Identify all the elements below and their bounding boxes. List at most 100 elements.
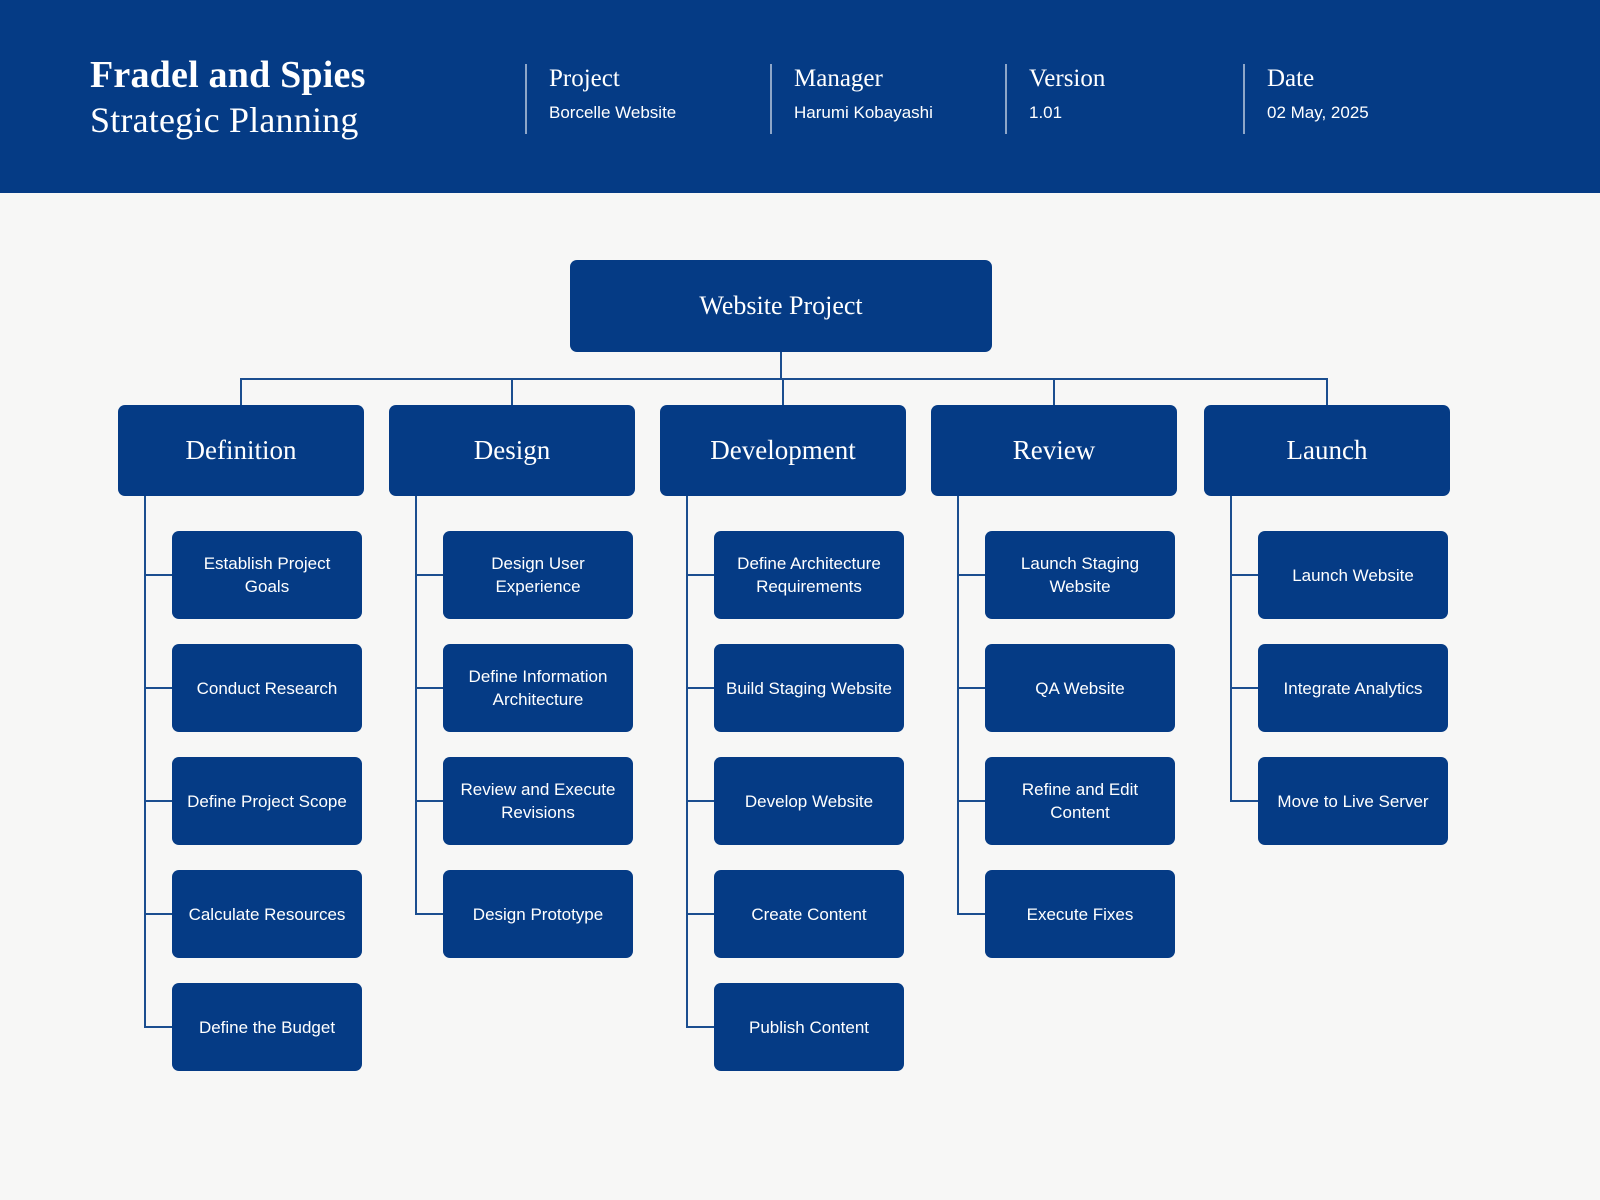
connector-line [1326, 378, 1328, 405]
meta-value-manager: Harumi Kobayashi [794, 103, 933, 122]
brand-line-2: Strategic Planning [90, 100, 359, 140]
node-branch-definition[interactable]: Definition [118, 405, 364, 496]
connector-line [144, 496, 146, 1027]
node-task-label: Launch Staging Website [1020, 554, 1140, 596]
meta-field-project: Project Borcelle Website [525, 64, 676, 134]
node-task[interactable]: QA Website [985, 644, 1175, 732]
connector-line [686, 574, 715, 576]
connector-line [415, 800, 444, 802]
connector-line [144, 687, 173, 689]
connector-line [686, 1026, 715, 1028]
node-task[interactable]: Refine and Edit Content [985, 757, 1175, 845]
node-task[interactable]: Create Content [714, 870, 904, 958]
node-task[interactable]: Calculate Resources [172, 870, 362, 958]
node-root[interactable]: Website Project [570, 260, 992, 352]
node-branch-design[interactable]: Design [389, 405, 635, 496]
node-task[interactable]: Move to Live Server [1258, 757, 1448, 845]
node-task[interactable]: Design Prototype [443, 870, 633, 958]
node-task-label: Define the Budget [198, 1017, 336, 1037]
node-task-label: Define Project Scope [187, 791, 347, 811]
node-task[interactable]: Define Information Architecture [443, 644, 633, 732]
connector-line [415, 687, 444, 689]
brand-title: Fradel and Spies Strategic Planning [90, 52, 510, 142]
connector-line [957, 687, 986, 689]
connector-line [144, 800, 173, 802]
node-task-label: Design Prototype [472, 904, 604, 924]
node-branch-review[interactable]: Review [931, 405, 1177, 496]
connector-line [686, 913, 715, 915]
node-task-label: Move to Live Server [1277, 791, 1429, 811]
node-task[interactable]: Conduct Research [172, 644, 362, 732]
node-task-label: Define Architecture Requirements [737, 554, 881, 596]
connector-line [957, 913, 986, 915]
node-branch-label: Review [1012, 435, 1096, 465]
node-task-label: Design User Experience [491, 554, 585, 596]
connector-line [957, 496, 959, 914]
connector-line [957, 574, 986, 576]
node-task[interactable]: Define the Budget [172, 983, 362, 1071]
node-branch-label: Development [710, 435, 856, 465]
node-task-label: Establish Project Goals [203, 554, 331, 596]
node-task-label: Conduct Research [196, 678, 338, 698]
connector-line [957, 800, 986, 802]
meta-value-project: Borcelle Website [549, 103, 677, 122]
connector-line [415, 913, 444, 915]
node-task[interactable]: Execute Fixes [985, 870, 1175, 958]
connector-line [415, 496, 417, 914]
connector-line [144, 1026, 173, 1028]
meta-field-date: Date 02 May, 2025 [1243, 64, 1369, 134]
meta-label-version: Version [1029, 65, 1106, 92]
meta-field-manager: Manager Harumi Kobayashi [770, 64, 933, 134]
meta-value-version-real: 1.01 [1029, 103, 1063, 122]
node-task[interactable]: Publish Content [714, 983, 904, 1071]
meta-label-project: Project [549, 65, 620, 92]
connector-line [686, 800, 715, 802]
node-task-label: Execute Fixes [1026, 904, 1134, 924]
meta-label-date: Date [1267, 65, 1315, 92]
node-task-label: Create Content [751, 904, 867, 924]
node-branch-launch[interactable]: Launch [1204, 405, 1450, 496]
connector-line [144, 913, 173, 915]
connector-line [686, 687, 715, 689]
brand-line-1: Fradel and Spies [90, 54, 366, 96]
connector-line [240, 378, 1328, 380]
node-task[interactable]: Build Staging Website [714, 644, 904, 732]
node-task-label: QA Website [1035, 678, 1125, 698]
node-task-label: Publish Content [748, 1017, 870, 1037]
node-task[interactable]: Integrate Analytics [1258, 644, 1448, 732]
node-task[interactable]: Define Project Scope [172, 757, 362, 845]
node-task-label: Calculate Resources [188, 904, 346, 924]
connector-line [780, 352, 782, 378]
node-task[interactable]: Launch Staging Website [985, 531, 1175, 619]
connector-line [240, 378, 242, 405]
node-task[interactable]: Design User Experience [443, 531, 633, 619]
connector-line [144, 574, 173, 576]
node-task[interactable]: Review and Execute Revisions [443, 757, 633, 845]
meta-value-date: 02 May, 2025 [1267, 103, 1369, 122]
node-branch-label: Launch [1286, 435, 1368, 465]
node-task-label: Review and Execute Revisions [460, 780, 616, 822]
meta-field-version: Version 02 May, 2025 1.01 [1005, 64, 1105, 134]
node-task-label: Build Staging Website [725, 678, 892, 698]
connector-line [1230, 496, 1232, 801]
node-task[interactable]: Develop Website [714, 757, 904, 845]
node-branch-label: Definition [185, 435, 297, 465]
connector-line [1053, 378, 1055, 405]
node-task[interactable]: Launch Website [1258, 531, 1448, 619]
connector-line [686, 496, 688, 1027]
node-branch-label: Design [473, 435, 551, 465]
meta-label-manager: Manager [794, 65, 883, 92]
connector-line [1230, 800, 1259, 802]
node-task-label: Develop Website [744, 791, 874, 811]
node-task-label: Define Information Architecture [468, 667, 608, 709]
node-task-label: Launch Website [1292, 565, 1414, 585]
connector-line [1230, 687, 1259, 689]
node-task[interactable]: Define Architecture Requirements [714, 531, 904, 619]
node-branch-development[interactable]: Development [660, 405, 906, 496]
connector-line [1230, 574, 1259, 576]
node-task[interactable]: Establish Project Goals [172, 531, 362, 619]
node-task-label: Integrate Analytics [1283, 678, 1423, 698]
connector-line [782, 378, 784, 405]
